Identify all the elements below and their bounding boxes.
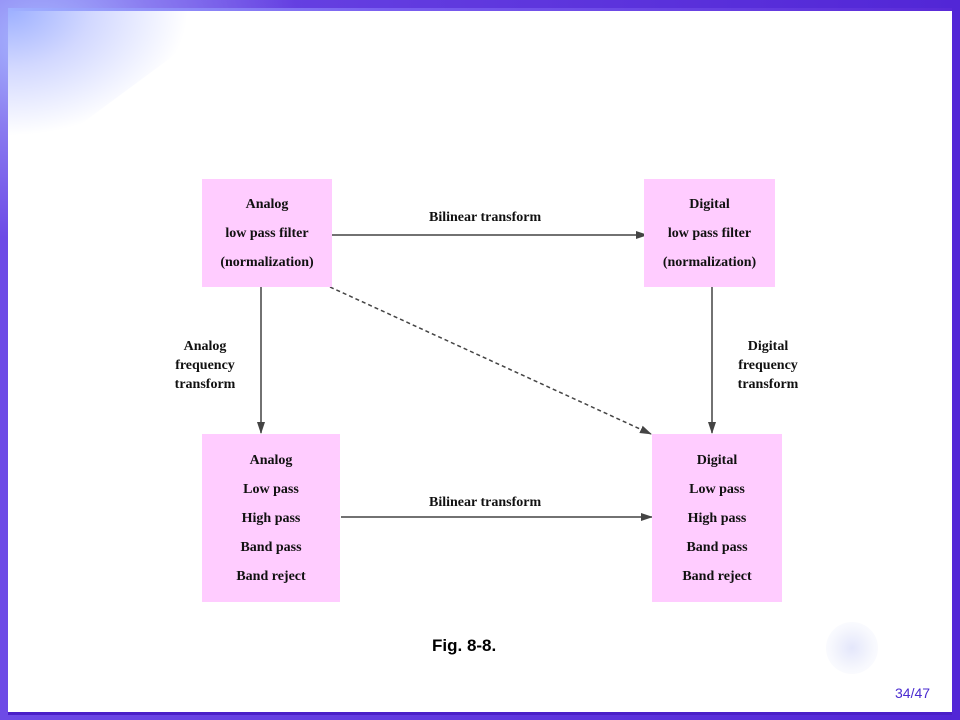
label-line: Analog [183,339,227,354]
box-analog-filters: Analog Low pass High pass Band pass Band… [202,434,340,602]
label-bilinear-top: Bilinear transform [429,210,542,225]
label-digital-frequency-transform: Digital frequency transform [723,337,813,394]
navigation-circle-decoration [826,622,878,674]
slide-canvas [8,8,952,715]
box-text: Low pass [689,481,745,497]
box-text: Band reject [682,568,752,584]
arrow-dashed-diagonal [329,286,652,435]
box-text: High pass [241,510,301,526]
box-text: Analog [249,452,293,468]
box-text: low pass filter [225,225,309,241]
box-digital-lowpass: Digital low pass filter (normalization) [644,179,775,287]
top-rule-decoration [8,8,952,11]
box-text: Digital [689,196,730,212]
box-text: High pass [687,510,747,526]
label-line: transform [737,377,799,392]
label-analog-frequency-transform: Analog frequency transform [160,337,250,394]
box-text: Band reject [236,568,306,584]
label-line: transform [174,377,236,392]
box-text: Low pass [243,481,299,497]
box-analog-lowpass: Analog low pass filter (normalization) [202,179,332,287]
label-line: Digital [747,339,789,354]
page-number: 34/47 [895,685,931,701]
box-text: Analog [245,196,289,212]
label-line: frequency [738,358,798,373]
figure-caption: Fig. 8-8. [432,636,497,655]
box-text: Band pass [686,539,748,555]
box-digital-filters: Digital Low pass High pass Band pass Ban… [652,434,782,602]
box-text: (normalization) [662,254,757,270]
label-bilinear-bottom: Bilinear transform [429,495,542,510]
box-text: low pass filter [667,225,752,241]
box-text: (normalization) [220,254,314,270]
box-text: Digital [696,452,738,468]
box-text: Band pass [240,539,302,555]
label-line: frequency [175,358,235,373]
